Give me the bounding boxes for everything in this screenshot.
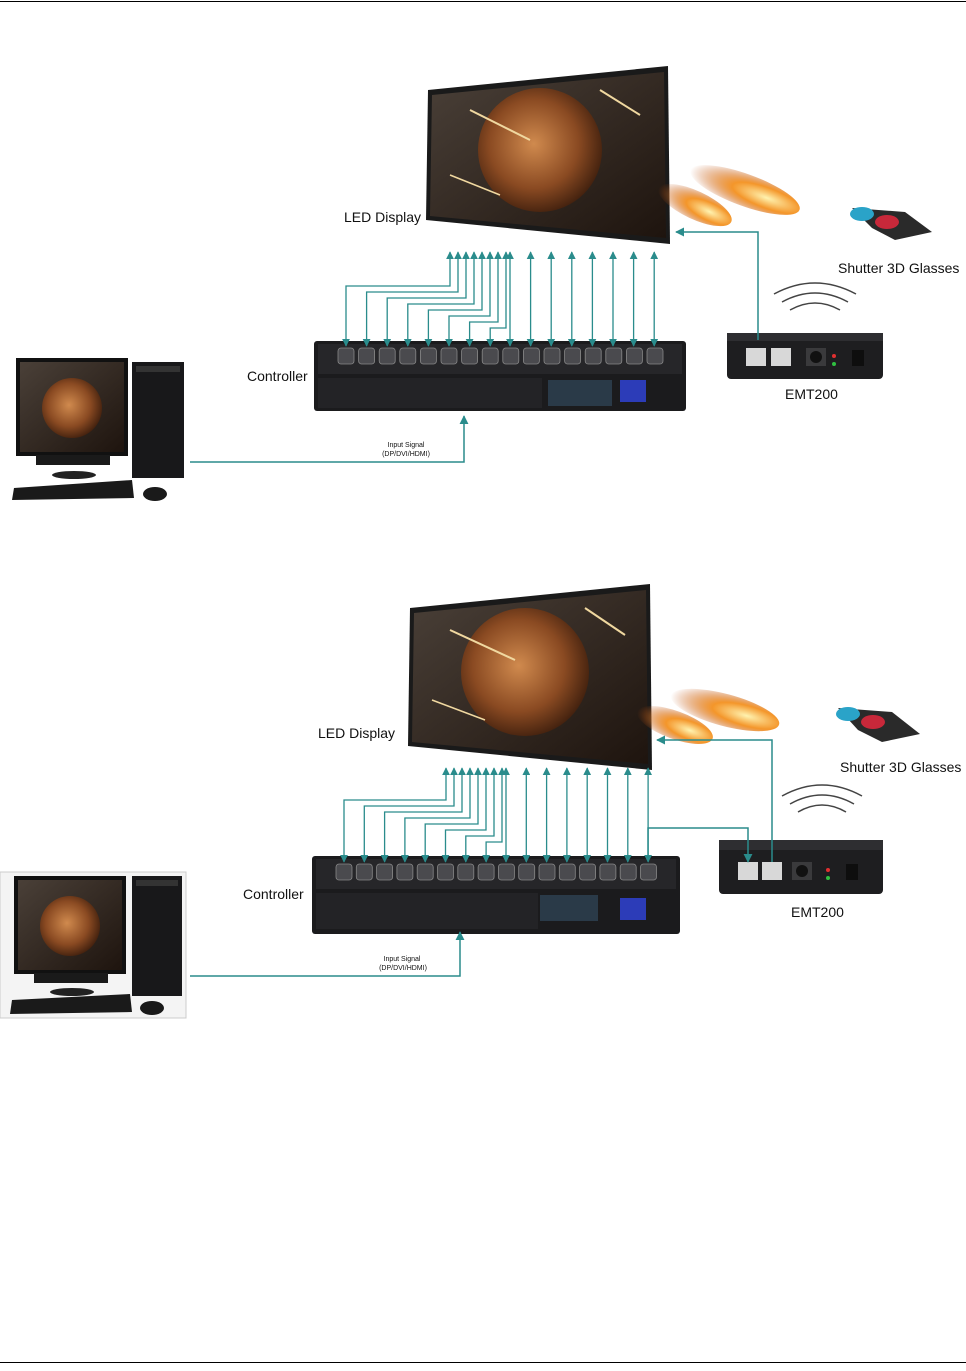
shutter-glasses-label: Shutter 3D Glasses [838, 260, 959, 276]
ethernet-port [559, 864, 575, 880]
input-types-label: (DP/DVI/HDMI) [368, 964, 438, 973]
ethernet-port [600, 864, 616, 880]
controller-display-links [346, 252, 654, 346]
bottom-rule [0, 1362, 966, 1363]
ethernet-port [544, 348, 560, 364]
ethernet-port [519, 864, 535, 880]
emt200-unit [727, 333, 883, 379]
ethernet-port [462, 348, 478, 364]
ethernet-port [338, 348, 354, 364]
ethernet-port [356, 864, 372, 880]
led-display-panel [408, 584, 652, 770]
ethernet-port [523, 348, 539, 364]
ethernet-port [585, 348, 601, 364]
shutter-glasses-graphic [836, 707, 920, 742]
emt200-label: EMT200 [791, 904, 844, 920]
input-signal-label: Input Signal [372, 955, 432, 964]
input-signal-label: Input Signal [376, 441, 436, 450]
input-types-label: (DP/DVI/HDMI) [371, 450, 441, 459]
port-link-line [364, 768, 454, 862]
controller-label: Controller [243, 886, 304, 902]
led-display-label: LED Display [344, 209, 421, 225]
ethernet-port [377, 864, 393, 880]
shutter-glasses-graphic [850, 207, 932, 240]
ethernet-port [580, 864, 596, 880]
wireless-waves [774, 283, 856, 310]
diagram-2: LED Display Shutter 3D Glasses Controlle… [0, 520, 966, 1020]
pc-computer [0, 872, 186, 1018]
ethernet-port [420, 348, 436, 364]
emt200-unit [719, 840, 883, 894]
emt200-label: EMT200 [785, 386, 838, 402]
ethernet-port [400, 348, 416, 364]
meteor-flames [653, 155, 805, 234]
ethernet-port [458, 864, 474, 880]
ethernet-port [503, 348, 519, 364]
controller-label: Controller [247, 368, 308, 384]
shutter-glasses-label: Shutter 3D Glasses [840, 759, 961, 775]
ethernet-port [397, 864, 413, 880]
port-link-line [385, 768, 462, 862]
ethernet-port [482, 348, 498, 364]
ethernet-port [620, 864, 636, 880]
port-link-line [367, 252, 458, 346]
ethernet-port [417, 864, 433, 880]
ethernet-port [441, 348, 457, 364]
ethernet-port [641, 864, 657, 880]
meteor-flames [633, 680, 784, 752]
ethernet-port [626, 348, 642, 364]
ethernet-port [379, 348, 395, 364]
diagram-1: LED Display Shutter 3D Glasses Controlle… [0, 0, 966, 500]
ethernet-port [606, 348, 622, 364]
ethernet-port [565, 348, 581, 364]
ethernet-port [647, 348, 663, 364]
wireless-waves [782, 785, 862, 812]
diagram-2-art [0, 520, 966, 1040]
ethernet-port [438, 864, 454, 880]
diagram-1-art [0, 0, 966, 520]
port-link-line [387, 252, 466, 346]
led-display-panel [426, 66, 670, 244]
port-link-line [408, 252, 474, 346]
ethernet-port [359, 348, 375, 364]
ethernet-port [336, 864, 352, 880]
led-display-label: LED Display [318, 725, 395, 741]
pc-computer [12, 358, 184, 501]
ethernet-port [539, 864, 555, 880]
port-link-line [344, 768, 446, 862]
ethernet-port [478, 864, 494, 880]
ethernet-port [498, 864, 514, 880]
controller-display-links [344, 768, 648, 862]
port-link-line [405, 768, 470, 862]
port-link-line [346, 252, 450, 346]
